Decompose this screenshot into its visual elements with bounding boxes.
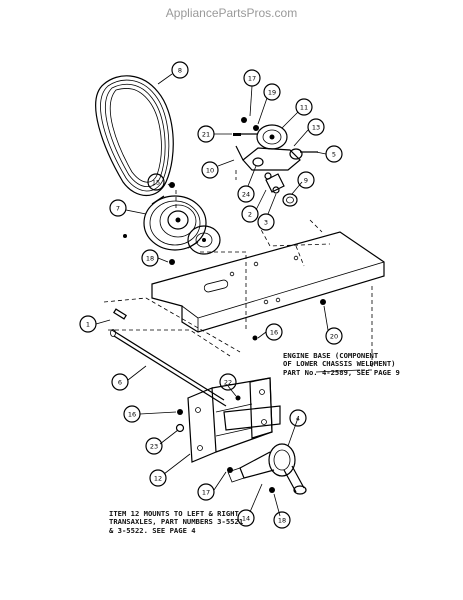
- svg-text:14: 14: [242, 515, 250, 523]
- engine-base: [151, 231, 385, 333]
- callout-9: 9: [297, 171, 315, 189]
- callout-5: 5: [325, 145, 343, 163]
- callout-8: 8: [171, 61, 189, 79]
- idler-arm: [242, 147, 303, 171]
- mounting-bracket: [187, 377, 281, 463]
- svg-text:16: 16: [128, 411, 136, 419]
- callout-12: 12: [149, 469, 167, 487]
- spring-washer: [282, 193, 298, 207]
- svg-text:1: 1: [86, 321, 90, 329]
- svg-text:3: 3: [264, 219, 268, 227]
- callout-14: 14: [237, 509, 255, 527]
- callout-3: 3: [257, 213, 275, 231]
- svg-text:19: 19: [268, 89, 276, 97]
- callouts: 8 17 19 11 13 21 5 10 24 9 2 3 15 7 18 1…: [79, 61, 343, 529]
- svg-text:23: 23: [150, 443, 158, 451]
- svg-text:18: 18: [146, 255, 154, 263]
- callout-1: 1: [79, 315, 97, 333]
- svg-text:7: 7: [116, 205, 120, 213]
- svg-text:15: 15: [152, 179, 160, 187]
- callout-16-bottom: 16: [123, 405, 141, 423]
- dashed-leaders: [103, 170, 373, 371]
- callout-18-top: 18: [141, 249, 159, 267]
- callout-11: 11: [295, 98, 313, 116]
- svg-text:11: 11: [300, 104, 308, 112]
- svg-text:18: 18: [278, 517, 286, 525]
- callout-20: 20: [325, 327, 343, 345]
- svg-text:17: 17: [202, 489, 210, 497]
- callout-19: 19: [263, 83, 281, 101]
- callout-15: 15: [147, 173, 165, 191]
- engine-base-note: ENGINE BASE (COMPONENT OF LOWER CHASSIS …: [283, 351, 400, 377]
- pulley-hub: [187, 225, 221, 255]
- callout-24: 24: [237, 185, 255, 203]
- svg-text:16: 16: [270, 329, 278, 337]
- svg-text:24: 24: [242, 191, 250, 199]
- bracket-fasteners: [175, 395, 275, 493]
- callout-21: 21: [197, 125, 215, 143]
- svg-text:4: 4: [296, 415, 300, 423]
- svg-text:22: 22: [224, 379, 232, 387]
- belt: [95, 75, 174, 197]
- svg-text:6: 6: [118, 379, 122, 387]
- callout-leaders: [95, 73, 361, 517]
- callout-18-bottom: 18: [273, 511, 291, 529]
- watermark: AppliancePartsPros.com: [165, 6, 298, 20]
- item12-note: ITEM 12 MOUNTS TO LEFT & RIGHT TRANSAXLE…: [109, 509, 244, 535]
- idler-pulley: [256, 124, 288, 150]
- callout-10: 10: [201, 161, 219, 179]
- callout-4: 4: [289, 409, 307, 427]
- small-parts: [123, 117, 326, 341]
- drive-shaft: [110, 308, 227, 407]
- svg-text:21: 21: [202, 131, 210, 139]
- svg-text:8: 8: [178, 67, 182, 75]
- svg-text:9: 9: [304, 177, 308, 185]
- callout-6: 6: [111, 373, 129, 391]
- callout-23: 23: [145, 437, 163, 455]
- svg-text:20: 20: [330, 333, 338, 341]
- svg-text:2: 2: [248, 211, 252, 219]
- spacer: [265, 173, 285, 193]
- callout-22: 22: [219, 373, 237, 391]
- svg-text:13: 13: [312, 124, 320, 132]
- callout-17: 17: [243, 69, 261, 87]
- callout-16-top: 16: [265, 323, 283, 341]
- wheel-hub: [227, 443, 307, 495]
- callout-13: 13: [307, 118, 325, 136]
- svg-text:5: 5: [332, 151, 336, 159]
- svg-text:12: 12: [154, 475, 162, 483]
- svg-text:10: 10: [206, 167, 214, 175]
- callout-7: 7: [109, 199, 127, 217]
- callout-17-bottom: 17: [197, 483, 215, 501]
- svg-text:17: 17: [248, 75, 256, 83]
- callout-2: 2: [241, 205, 259, 223]
